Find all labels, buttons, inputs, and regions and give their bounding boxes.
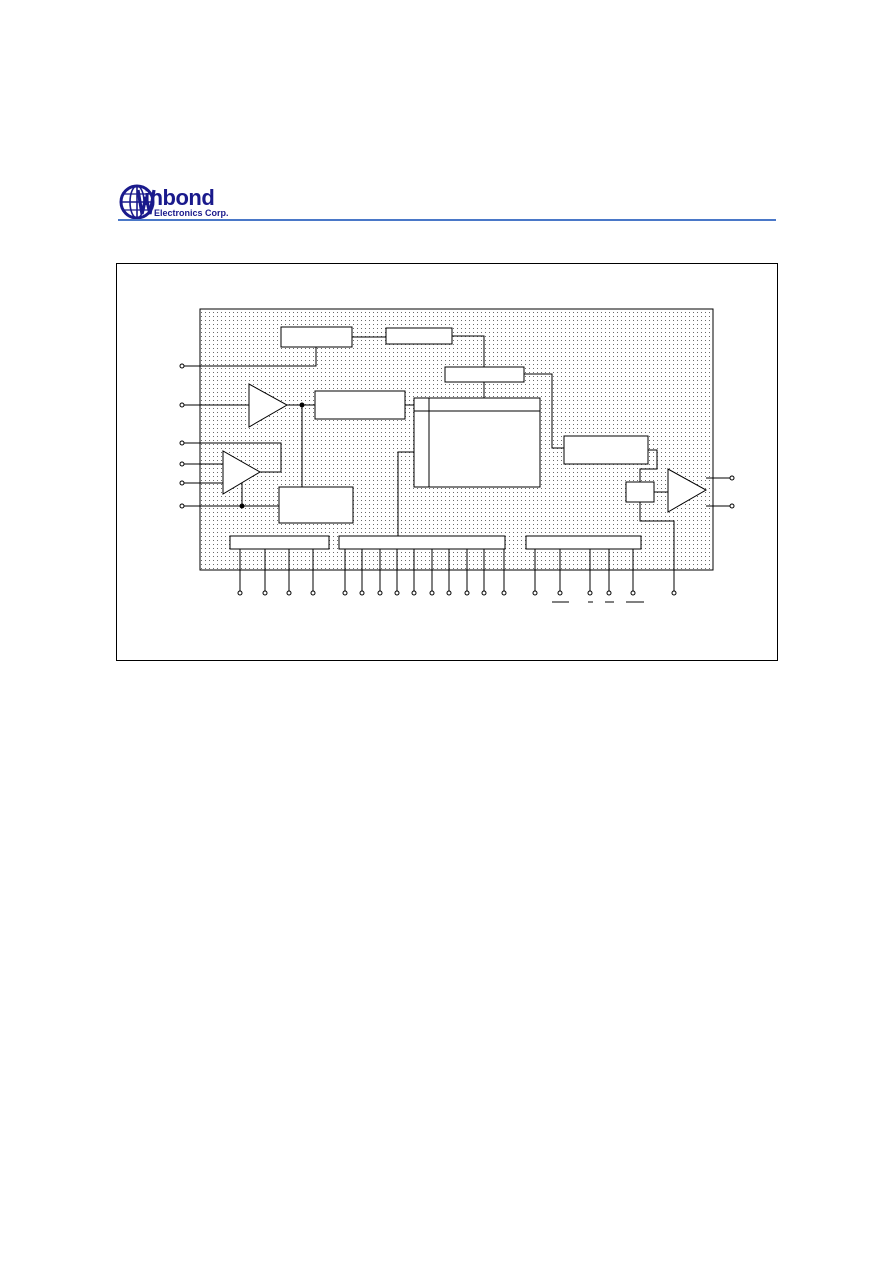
pin-terminal [729, 475, 735, 481]
header-rule [118, 219, 776, 221]
amp-output-block [314, 390, 406, 420]
lower-left-block [278, 486, 354, 524]
pin-terminal [179, 461, 185, 467]
pin-terminal [179, 440, 185, 446]
pin-terminal [262, 590, 268, 596]
memory-array [413, 397, 541, 488]
pin-terminal [286, 590, 292, 596]
mux-block [444, 366, 525, 383]
pin-terminal [557, 590, 563, 596]
pin-terminal [237, 590, 243, 596]
pin-terminal [501, 590, 507, 596]
pin-terminal [532, 590, 538, 596]
pin-terminal [481, 590, 487, 596]
small-block [625, 481, 655, 503]
pin-terminal [179, 480, 185, 486]
block-diagram [116, 263, 778, 661]
pin-terminal [729, 503, 735, 509]
junction-dot [299, 402, 305, 408]
pin-terminal [411, 590, 417, 596]
globe-icon [119, 184, 156, 220]
winbond-logo: inbond Electronics Corp. [118, 183, 248, 223]
output-amp [667, 468, 708, 513]
pin-terminal [179, 503, 185, 509]
pin-terminal [394, 590, 400, 596]
pin-terminal [587, 590, 593, 596]
pin-terminal [429, 590, 435, 596]
pin-terminal [179, 402, 185, 408]
pin-terminal [359, 590, 365, 596]
top-left-block [280, 326, 353, 348]
logo-wordmark: inbond [144, 185, 215, 210]
pin-terminal [671, 590, 677, 596]
pin-terminal [446, 590, 452, 596]
pin-terminal [606, 590, 612, 596]
top-center-block [385, 327, 453, 345]
pin-terminal [630, 590, 636, 596]
pin-terminal [179, 363, 185, 369]
junction-dot [239, 503, 245, 509]
bus-left [229, 535, 330, 550]
bus-center [338, 535, 506, 550]
logo-subtitle: Electronics Corp. [154, 208, 229, 218]
pin-terminal [377, 590, 383, 596]
right-block [563, 435, 649, 465]
pin-terminal [342, 590, 348, 596]
pin-terminal [464, 590, 470, 596]
pin-terminal [310, 590, 316, 596]
bus-right [525, 535, 642, 550]
